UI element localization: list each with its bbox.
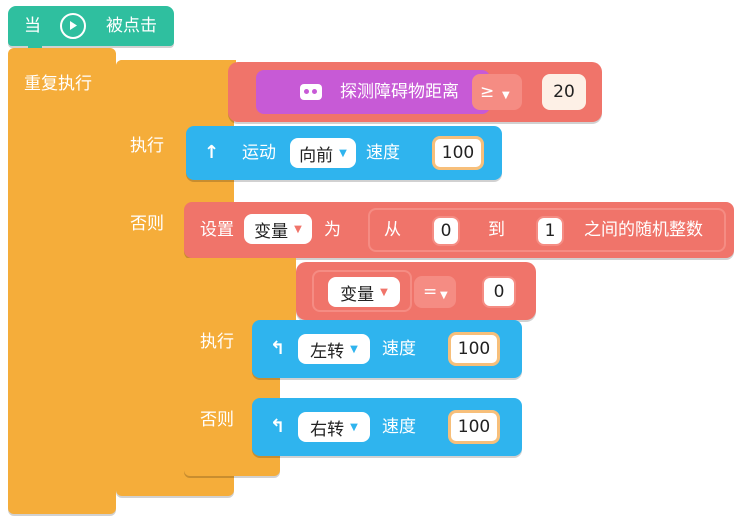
if-inner-top-arm xyxy=(184,258,296,320)
move-forward-block[interactable]: ↑ 运动 向前 ▼ 速度 100 xyxy=(186,126,502,180)
speed-label: 速度 xyxy=(382,417,416,437)
operator-value: ≥ xyxy=(480,82,495,102)
chevron-down-icon: ▼ xyxy=(380,286,388,298)
if-outer-mid-arm xyxy=(116,176,226,200)
chevron-down-icon: ▼ xyxy=(294,223,302,235)
speed-label: 速度 xyxy=(366,143,400,163)
random-from-input[interactable]: 0 xyxy=(432,216,460,246)
operator-dropdown[interactable]: = ▼ xyxy=(414,276,456,308)
chevron-down-icon: ▼ xyxy=(502,90,510,101)
to-label: 为 xyxy=(324,220,341,240)
random-to-input[interactable]: 1 xyxy=(536,216,564,246)
move-label: 运动 xyxy=(242,143,276,163)
speed-input[interactable]: 100 xyxy=(448,332,500,366)
distance-threshold-input[interactable]: 20 xyxy=(542,74,586,110)
sensor-label: 探测障碍物距离 xyxy=(340,82,459,102)
equals-operator-block[interactable]: 变量 ▼ = ▼ 0 xyxy=(296,262,536,320)
speed-label: 速度 xyxy=(382,339,416,359)
distance-sensor-icon xyxy=(300,84,322,100)
when-clicked-block[interactable]: 当 被点击 xyxy=(8,6,174,46)
turn-right-block[interactable]: ↰ 右转 ▼ 速度 100 xyxy=(252,398,522,456)
arrow-up-icon: ↑ xyxy=(204,142,220,163)
distance-sensor-reporter[interactable]: 探测障碍物距离 xyxy=(256,70,490,114)
clicked-label: 被点击 xyxy=(106,16,157,36)
when-label: 当 xyxy=(24,16,41,36)
repeat-label: 重复执行 xyxy=(24,74,92,94)
var-slot[interactable]: 变量 ▼ xyxy=(312,270,412,312)
turn-left-block[interactable]: ↰ 左转 ▼ 速度 100 xyxy=(252,320,522,378)
chevron-down-icon: ▼ xyxy=(440,290,448,301)
turn-direction-value: 右转 xyxy=(310,419,345,440)
if-outer-top-arm xyxy=(116,60,236,118)
set-variable-block[interactable]: 设置 变量 ▼ 为 从 0 到 1 之间的随机整数 xyxy=(184,202,734,258)
variable-value: 变量 xyxy=(254,221,289,242)
direction-dropdown[interactable]: 向前 ▼ xyxy=(290,138,356,168)
turn-direction-dropdown[interactable]: 右转 ▼ xyxy=(298,412,370,442)
compare-value-input[interactable]: 0 xyxy=(482,276,516,308)
repeat-forever-block[interactable]: 重复执行 xyxy=(8,48,116,514)
variable-dropdown[interactable]: 变量 ▼ xyxy=(328,277,400,307)
chevron-down-icon: ▼ xyxy=(350,343,358,355)
chevron-down-icon: ▼ xyxy=(350,421,358,433)
turn-direction-dropdown[interactable]: 左转 ▼ xyxy=(298,334,370,364)
random-to-label: 到 xyxy=(488,220,505,240)
else-label: 否则 xyxy=(130,214,164,234)
play-circle-icon xyxy=(60,13,86,39)
direction-value: 向前 xyxy=(299,145,334,166)
turn-left-icon: ↰ xyxy=(270,416,286,437)
random-integer-reporter[interactable]: 从 0 到 1 之间的随机整数 xyxy=(368,208,726,252)
then-label: 执行 xyxy=(200,332,234,352)
if-inner-mid-arm xyxy=(184,378,274,400)
speed-input[interactable]: 100 xyxy=(432,136,484,170)
else-label: 否则 xyxy=(200,410,234,430)
random-suffix-label: 之间的随机整数 xyxy=(584,220,703,240)
random-from-label: 从 xyxy=(384,220,401,240)
turn-left-icon: ↰ xyxy=(270,338,286,359)
chevron-down-icon: ▼ xyxy=(339,147,347,159)
then-label: 执行 xyxy=(130,136,164,156)
compare-operator-block[interactable]: 探测障碍物距离 ≥ ▼ 20 xyxy=(228,62,602,122)
operator-value: = xyxy=(423,282,438,302)
turn-direction-value: 左转 xyxy=(310,341,345,362)
operator-dropdown[interactable]: ≥ ▼ xyxy=(472,74,522,110)
variable-dropdown[interactable]: 变量 ▼ xyxy=(244,214,312,244)
variable-value: 变量 xyxy=(340,284,375,305)
speed-input[interactable]: 100 xyxy=(448,410,500,444)
set-label: 设置 xyxy=(200,220,234,240)
